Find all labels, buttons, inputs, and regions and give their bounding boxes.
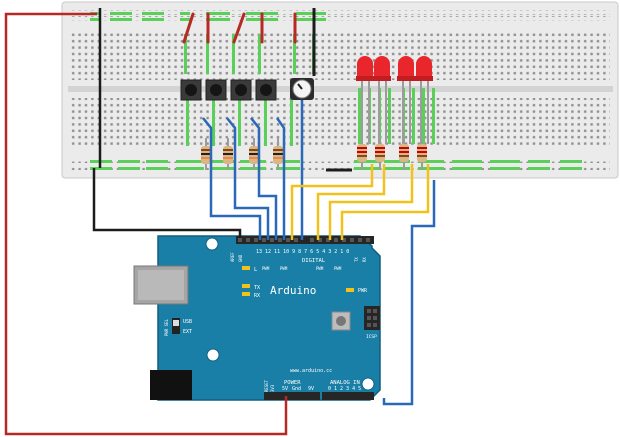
mounting-hole (206, 348, 220, 362)
analog-pin-numbers: 0 1 2 3 4 5 (328, 386, 361, 392)
pushbutton-4[interactable] (255, 79, 277, 101)
resistors (201, 138, 427, 170)
dc-power-jack (150, 370, 192, 400)
led-l-indicator (242, 266, 250, 270)
vin-label: 9V (308, 386, 314, 392)
gnd-label: GND (238, 254, 243, 262)
power-header (264, 392, 320, 400)
wire-5v-red (4, 12, 288, 436)
analog-label: ANALOG IN (330, 380, 360, 386)
usb-label: USB (183, 319, 192, 325)
pwr-sel-label: PWR SEL (164, 319, 169, 336)
pwm-label-4: PWM (334, 266, 342, 271)
bottom-power-rail (70, 158, 610, 163)
resistor-led-1 (357, 138, 367, 170)
tx-pin-label: TX (354, 257, 359, 262)
rx-label: RX (254, 293, 260, 299)
pwm-label-2: PWM (280, 266, 288, 271)
bottom-terminal-strip (70, 98, 610, 148)
icsp-label: ICSP (366, 334, 377, 340)
pushbutton-3[interactable] (230, 79, 252, 101)
led-tx-indicator (242, 284, 250, 288)
led-1 (356, 56, 374, 144)
resistor-btn-1 (201, 138, 211, 170)
resistor-btn-2 (223, 138, 233, 170)
red-jumper-wires (182, 12, 297, 44)
led-2 (373, 56, 391, 144)
center-channel (68, 86, 613, 92)
gnd-power-label: Gnd (292, 386, 301, 392)
v33-label: 3V3 (270, 384, 275, 392)
resistor-led-4 (417, 138, 427, 170)
url-label: www.arduino.cc (290, 368, 332, 374)
blue-signal-wires (202, 100, 436, 406)
power-select-jumper[interactable] (172, 318, 180, 334)
aref-label: AREF (230, 252, 235, 262)
led-l-label: L (254, 267, 258, 273)
led-4 (415, 56, 433, 144)
arduino-board: ICSP USB EXT PWR SEL L TX RX PWR Arduino… (133, 235, 381, 401)
wire-gnd-black-to-board (92, 168, 242, 238)
resistor-led-3 (399, 138, 409, 170)
tx-label: TX (254, 285, 260, 291)
icsp-header (364, 306, 380, 330)
pwm-label-3: PWM (316, 266, 324, 271)
pushbutton-2[interactable] (205, 79, 227, 101)
mounting-hole (205, 237, 219, 251)
pwr-led-label: PWR (358, 288, 368, 294)
leds (356, 56, 433, 144)
pushbutton-1[interactable] (180, 79, 202, 101)
top-terminal-strip (70, 30, 610, 80)
pwm-label-1: PWM (262, 266, 270, 271)
digital-pin-numbers: 13 12 11 10 9 8 7 6 5 4 3 2 1 0 (256, 249, 349, 255)
brand-label: Arduino (270, 284, 316, 297)
power-label: POWER (284, 380, 301, 386)
pushbuttons (180, 79, 277, 101)
rx-pin-label: RX (362, 257, 367, 262)
reset-label: RESET (264, 379, 269, 392)
mounting-hole (361, 377, 375, 391)
analog-header (322, 392, 374, 400)
breadboard (61, 1, 619, 179)
resistor-btn-4 (273, 138, 283, 170)
digital-label: DIGITAL (302, 258, 326, 264)
ext-label: EXT (183, 329, 192, 335)
led-3 (397, 56, 415, 144)
led-pwr-indicator (346, 288, 354, 292)
potentiometer[interactable] (290, 78, 314, 100)
yellow-led-wires (290, 164, 430, 240)
resistor-btn-3 (249, 138, 259, 170)
reset-button[interactable] (331, 311, 351, 331)
v5-label: 5V (282, 386, 288, 392)
led-rx-indicator (242, 292, 250, 296)
digital-header (236, 236, 374, 244)
resistor-led-2 (375, 138, 385, 170)
